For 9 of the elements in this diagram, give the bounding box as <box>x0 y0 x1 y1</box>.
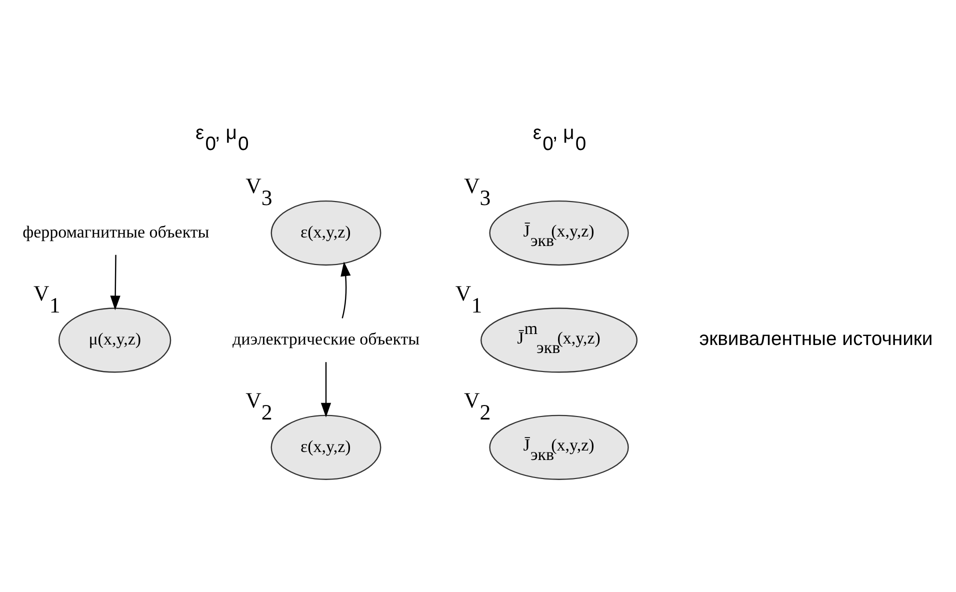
node-ellipse: ε(x,y,z) <box>270 414 382 480</box>
node-text: диэлектрические объекты <box>232 329 420 348</box>
arrow <box>110 254 120 310</box>
node-ellipse: ε(x,y,z) <box>270 200 382 266</box>
node-ellipse: μ(x,y,z) <box>58 307 172 372</box>
arrow <box>340 261 351 318</box>
label: эквивалентные источники <box>699 327 933 350</box>
arrow <box>320 362 332 417</box>
node-text: ферромагнитные объекты <box>22 222 210 241</box>
